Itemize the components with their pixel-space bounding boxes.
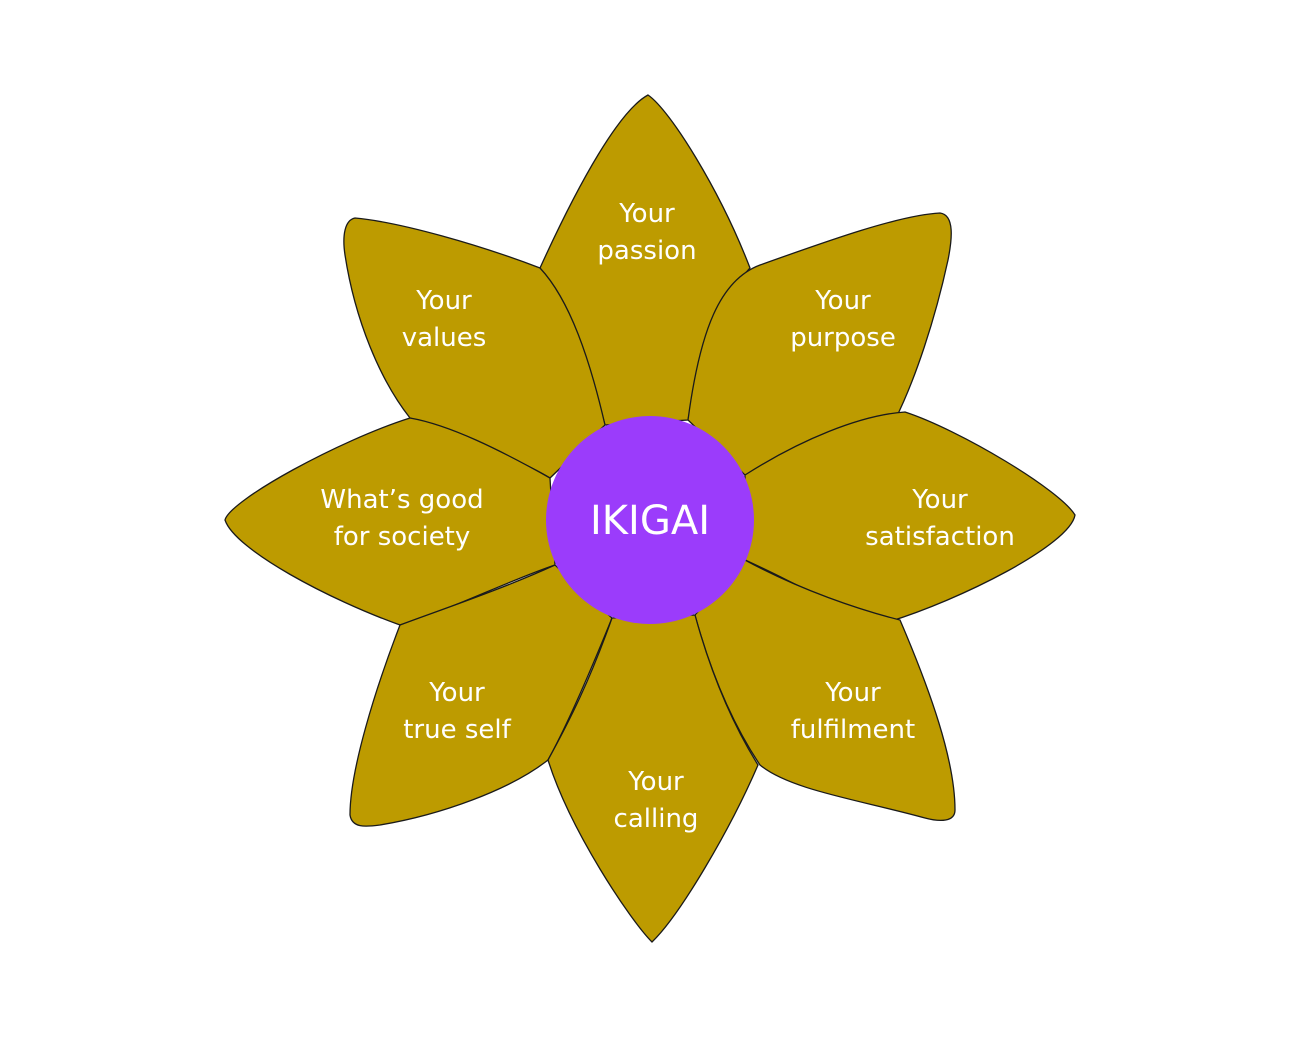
petal-calling <box>547 614 759 943</box>
petal-fulfilment <box>694 559 956 822</box>
center-circle <box>546 416 754 624</box>
center-title: IKIGAI <box>590 498 710 544</box>
